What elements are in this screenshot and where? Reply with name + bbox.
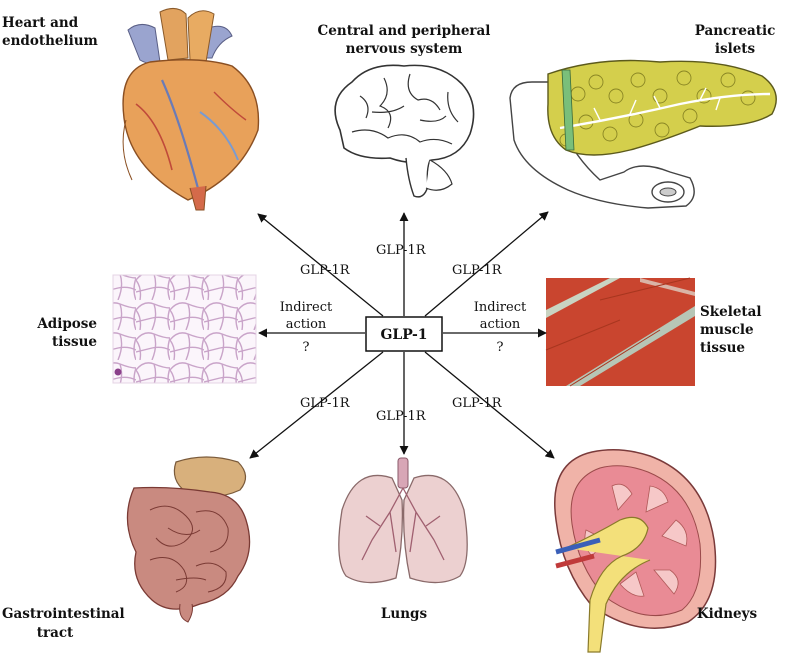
label-muscle-line3: tissue — [700, 340, 745, 356]
heart-illustration — [122, 8, 260, 211]
arrow-to-heart — [257, 213, 384, 317]
edge-label-pancreas: GLP-1R — [452, 263, 503, 278]
edge-label-muscle-line2: action — [480, 317, 521, 332]
label-kidneys: Kidneys — [697, 606, 758, 622]
pancreas-illustration — [509, 59, 777, 209]
label-muscle-line2: muscle — [700, 322, 754, 338]
edge-label-heart: GLP-1R — [300, 263, 351, 278]
arrow-to-kidneys — [424, 351, 555, 459]
arrow-to-gi-tract — [249, 351, 384, 459]
label-muscle-line1: Skeletal — [700, 304, 762, 320]
adipose-illustration — [112, 274, 257, 384]
brain-illustration — [334, 64, 475, 198]
edge-label-muscle-line1: Indirect — [474, 300, 527, 315]
gi-tract-illustration — [126, 456, 251, 623]
lungs-illustration — [338, 457, 468, 584]
label-pancreas-line1: Pancreatic — [695, 23, 776, 39]
label-heart-line1: Heart and — [2, 15, 79, 31]
label-gi-tract-line2: tract — [37, 625, 74, 641]
kidney-illustration — [554, 449, 717, 653]
edge-label-adipose-question: ? — [303, 340, 310, 355]
edge-label-muscle-question: ? — [497, 340, 504, 355]
edge-label-cns: GLP-1R — [376, 243, 427, 258]
muscle-illustration — [545, 277, 695, 387]
arrow-to-pancreas — [424, 211, 549, 317]
edge-label-adipose-line1: Indirect — [280, 300, 333, 315]
label-heart-line2: endothelium — [2, 33, 98, 49]
label-adipose-line1: Adipose — [36, 316, 97, 332]
label-pancreas-line2: islets — [715, 41, 756, 57]
edge-label-kidneys: GLP-1R — [452, 396, 503, 411]
label-cns-line1: Central and peripheral — [318, 23, 491, 39]
label-cns-line2: nervous system — [346, 41, 463, 57]
edge-label-adipose-line2: action — [286, 317, 327, 332]
edge-label-lungs: GLP-1R — [376, 409, 427, 424]
label-adipose-line2: tissue — [52, 334, 97, 350]
glp1-center-label: GLP-1 — [380, 327, 427, 343]
label-lungs: Lungs — [381, 606, 428, 622]
edge-label-gi-tract: GLP-1R — [300, 396, 351, 411]
label-gi-tract-line1: Gastrointestinal — [2, 606, 125, 622]
glp1-center-box — [365, 316, 443, 352]
